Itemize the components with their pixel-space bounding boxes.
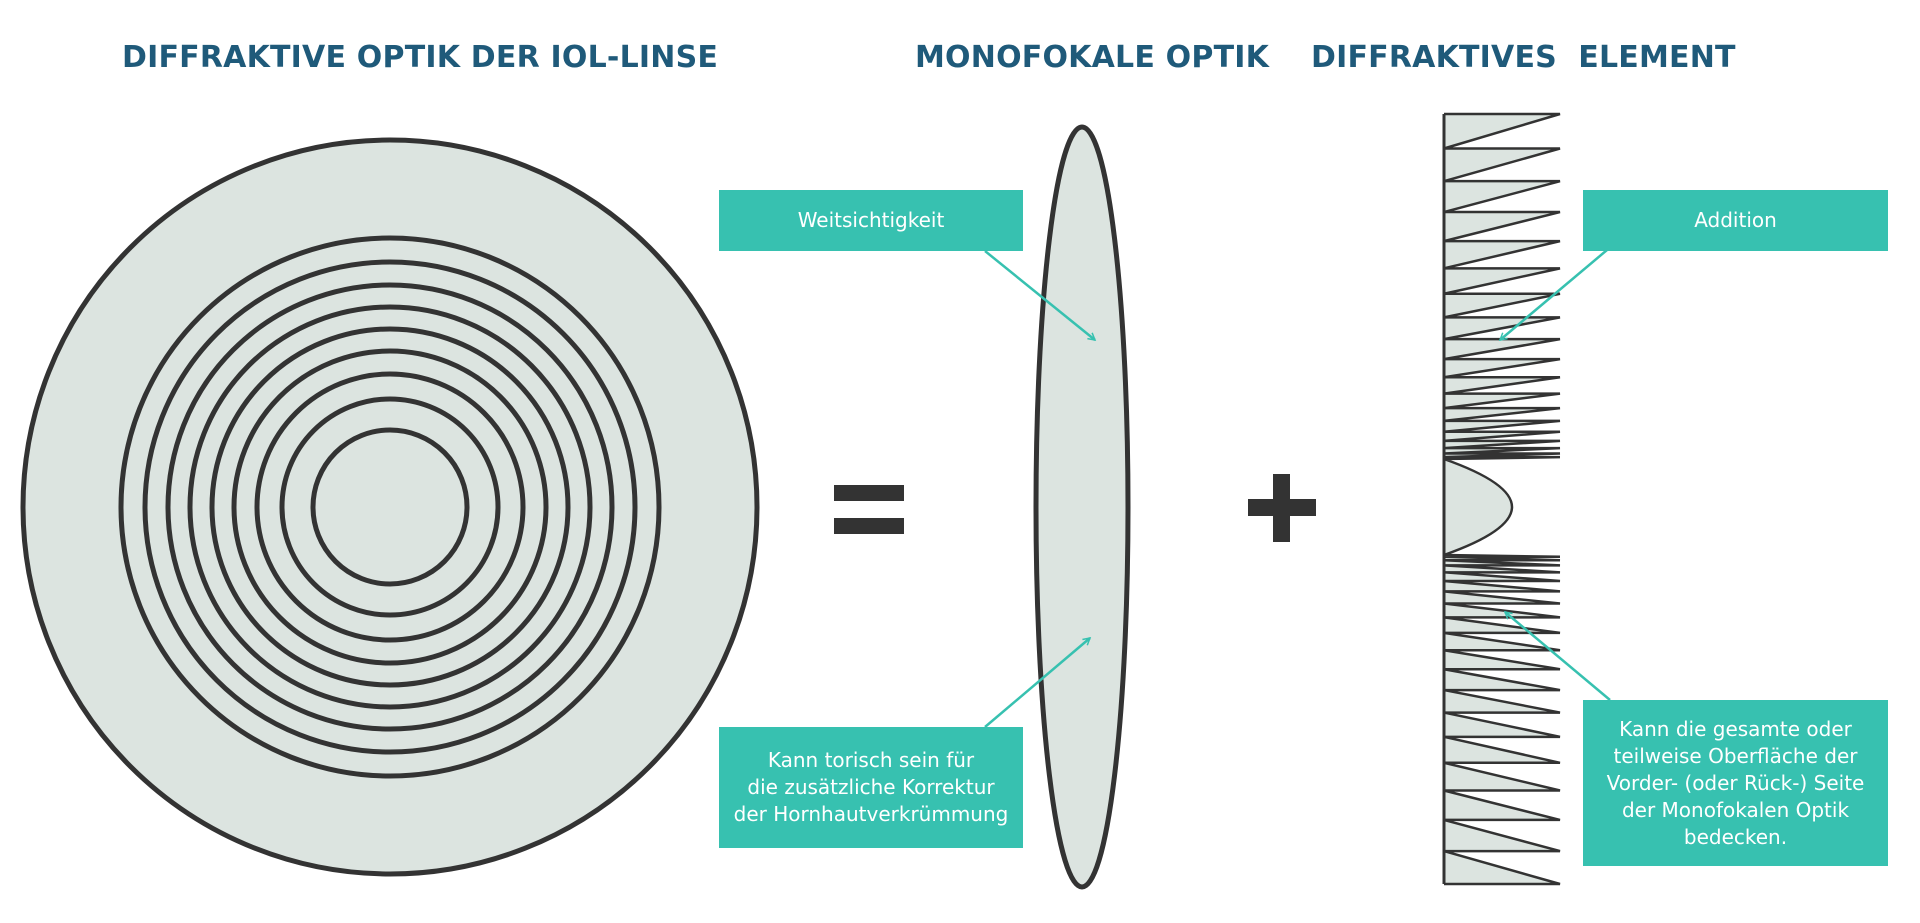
iol-ring (310, 427, 470, 587)
iol-ring (142, 259, 638, 755)
callout-torisch-line-3: der Hornhautverkrümmung (733, 802, 1009, 826)
callout-weitsichtigkeit-text: Weitsichtigkeit (797, 208, 945, 232)
iol-ring (118, 235, 662, 779)
iol-lens-outer-circle (20, 137, 760, 877)
equals-bar-bottom (834, 518, 904, 534)
callout-oberflaeche-line-5: bedecken. (1683, 824, 1788, 849)
equals-bar-top (834, 485, 904, 501)
callout-addition: Addition (1583, 190, 1888, 251)
callout-oberflaeche-line-4: der Monofokalen Optik (1621, 797, 1850, 822)
title-iol-lens: DIFFRAKTIVE OPTIK DER IOL-LINSE (122, 40, 719, 75)
callout-oberflaeche-line-2: teilweise Oberfläche der (1613, 743, 1858, 768)
callout-oberflaeche-line-1: Kann die gesamte oder (1619, 716, 1852, 741)
callout-torisch-line-1: Kann torisch sein für (767, 748, 975, 772)
callout-torisch-line-2: die zusätzliche Korrektur (747, 775, 995, 799)
plus-operator (1248, 474, 1316, 542)
plus-bar-vertical (1273, 474, 1290, 542)
iol-diffractive-rings (118, 235, 662, 779)
iol-ring (187, 304, 593, 710)
arrow-addition (1500, 249, 1608, 340)
equals-operator (834, 485, 904, 534)
callout-torisch: Kann torisch sein für die zusätzliche Ko… (719, 727, 1023, 848)
arrow-weitsichtigkeit (984, 250, 1095, 341)
callout-oberflaeche: Kann die gesamte oder teilweise Oberfläc… (1583, 700, 1888, 866)
title-diffractive-element: DIFFRAKTIVES ELEMENT (1311, 40, 1736, 75)
diffractive-sawtooth (1443, 112, 1561, 886)
iol-ring (209, 326, 571, 688)
iol-lens-illustration (20, 137, 760, 877)
iol-ring (165, 282, 615, 732)
iol-ring (231, 348, 549, 666)
callout-weitsichtigkeit: Weitsichtigkeit (719, 190, 1023, 251)
arrow-torisch (984, 638, 1090, 728)
monofocal-lens (1033, 124, 1131, 890)
title-monofocal-optic: MONOFOKALE OPTIK (915, 40, 1270, 75)
iol-ring (279, 396, 501, 618)
arrow-oberflaeche (1505, 612, 1611, 701)
callout-oberflaeche-line-3: Vorder- (oder Rück-) Seite (1606, 770, 1865, 795)
callout-addition-text: Addition (1694, 208, 1777, 232)
iol-ring (254, 371, 526, 643)
diffractive-element-profile (1442, 112, 1561, 886)
